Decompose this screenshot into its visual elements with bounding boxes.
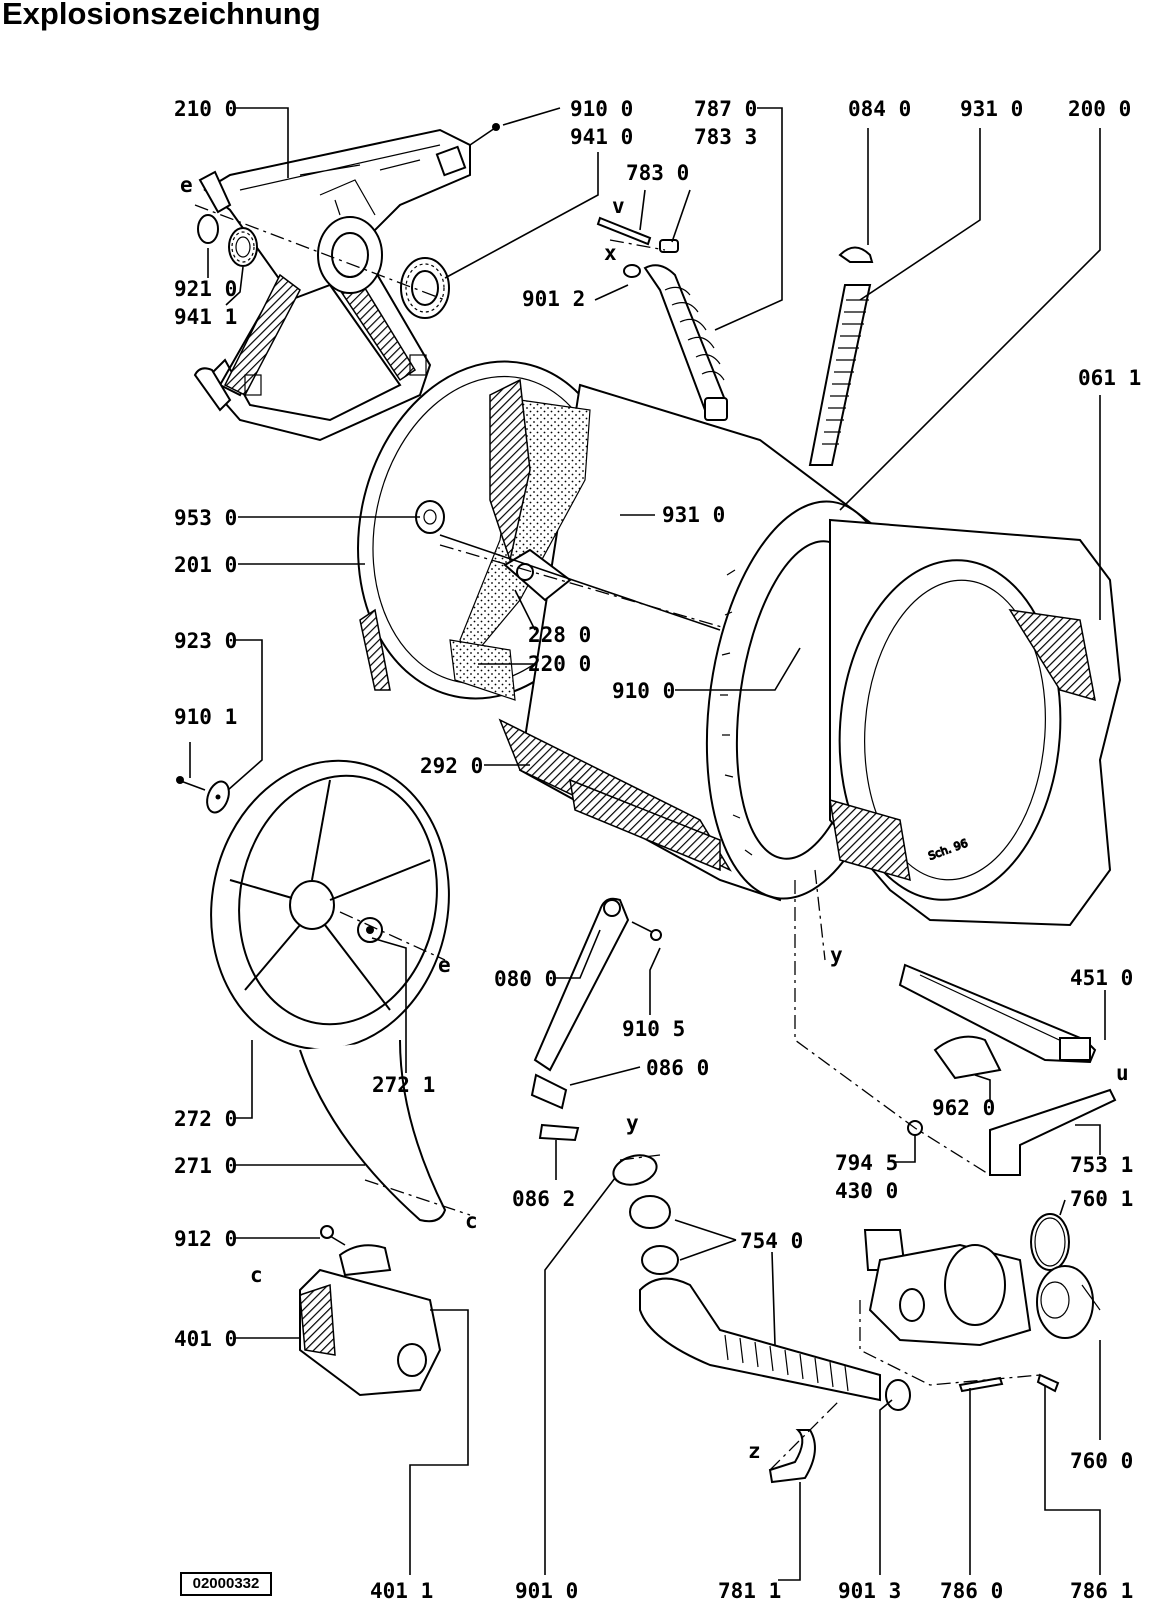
sump-hose-754 <box>629 1195 881 1402</box>
pulley-272 <box>210 759 450 1051</box>
label-271-0: 271 0 <box>174 1154 237 1178</box>
label-760-0: 760 0 <box>1070 1449 1133 1473</box>
motor-401 <box>299 1244 442 1397</box>
label-753-1: 753 1 <box>1070 1153 1133 1177</box>
label-912-0: 912 0 <box>174 1227 237 1251</box>
nut-272-1 <box>357 917 383 943</box>
label-786-0: 786 0 <box>940 1579 1003 1603</box>
label-783-0: 783 0 <box>626 161 689 185</box>
seal-760-1 <box>1030 1213 1070 1271</box>
bearing-cross-210 <box>193 128 471 442</box>
damper-080 <box>533 897 630 1072</box>
label-941-0: 941 0 <box>570 125 633 149</box>
label-901-0: 901 0 <box>515 1579 578 1603</box>
clamp-901-3 <box>885 1379 911 1411</box>
label-910-1: 910 1 <box>174 705 237 729</box>
letter-c-motor: c <box>250 1263 263 1287</box>
label-086-0: 086 0 <box>646 1056 709 1080</box>
label-760-1: 760 1 <box>1070 1187 1133 1211</box>
label-401-0: 401 0 <box>174 1327 237 1351</box>
label-272-0: 272 0 <box>174 1107 237 1131</box>
screw-910-top <box>469 123 500 146</box>
label-910-0-mid: 910 0 <box>612 679 675 703</box>
label-272-1: 272 1 <box>372 1073 435 1097</box>
screw-912 <box>320 1225 346 1246</box>
label-794-5: 794 5 <box>835 1151 898 1175</box>
leader-lines <box>189 107 1106 1581</box>
label-786-1: 786 1 <box>1070 1579 1133 1603</box>
label-084-0: 084 0 <box>848 97 911 121</box>
assembly-axes <box>194 204 1041 1471</box>
drum-220 <box>449 639 516 701</box>
counterweight-061: Sch. 96 <box>829 518 1122 927</box>
letter-v: v <box>612 194 625 218</box>
label-430-0: 430 0 <box>835 1179 898 1203</box>
letter-c-belt: c <box>465 1209 478 1233</box>
label-931-0-top: 931 0 <box>960 97 1023 121</box>
label-962-0: 962 0 <box>932 1096 995 1120</box>
letter-e-pulley: e <box>438 953 451 977</box>
washer-923 <box>206 780 230 814</box>
letter-z: z <box>748 1439 761 1463</box>
label-901-2: 901 2 <box>522 287 585 311</box>
label-292-0: 292 0 <box>420 754 483 778</box>
tub-front-201 <box>359 378 721 691</box>
label-910-0-top: 910 0 <box>570 97 633 121</box>
label-200-0: 200 0 <box>1068 97 1131 121</box>
label-931-0-mid: 931 0 <box>662 503 725 527</box>
circlip-921 <box>197 214 219 244</box>
label-953-0: 953 0 <box>174 506 237 530</box>
label-228-0: 228 0 <box>528 623 591 647</box>
label-783-3: 783 3 <box>694 125 757 149</box>
screw-910-1 <box>176 776 206 791</box>
drawing-code-box: 02000332 <box>180 1572 272 1596</box>
label-941-1: 941 1 <box>174 305 237 329</box>
label-910-5: 910 5 <box>622 1017 685 1041</box>
spring-931-top <box>808 284 872 466</box>
hose-783 <box>596 216 652 246</box>
bracket-086-2 <box>538 1123 580 1142</box>
seal-901-0 <box>612 1154 658 1186</box>
bearing-941 <box>400 257 450 319</box>
label-901-3: 901 3 <box>838 1579 901 1603</box>
connector-783-3 <box>659 239 679 253</box>
belt-271 <box>299 1039 447 1223</box>
filter-760 <box>1036 1265 1101 1339</box>
label-787-0: 787 0 <box>694 97 757 121</box>
letter-y-tub: y <box>830 943 843 967</box>
hose-781 <box>768 1429 816 1484</box>
label-781-1: 781 1 <box>718 1579 781 1603</box>
axis-letters: e v x e y y u c c z <box>180 173 1129 1463</box>
label-201-0: 201 0 <box>174 553 237 577</box>
label-220-0: 220 0 <box>528 652 591 676</box>
bearing-941-1 <box>228 227 258 267</box>
label-210-0: 210 0 <box>174 97 237 121</box>
label-061-1: 061 1 <box>1078 366 1141 390</box>
seal-901-2 <box>623 264 641 278</box>
bracket-962 <box>933 1035 1002 1080</box>
label-754-0: 754 0 <box>740 1229 803 1253</box>
label-451-0: 451 0 <box>1070 966 1133 990</box>
page-title: Explosionszeichnung <box>2 0 321 31</box>
pin-786 <box>958 1376 1004 1393</box>
label-923-0: 923 0 <box>174 629 237 653</box>
bracket-086 <box>530 1073 568 1110</box>
letter-y-seal: y <box>626 1111 639 1135</box>
label-921-0: 921 0 <box>174 277 237 301</box>
label-401-1: 401 1 <box>370 1579 433 1603</box>
part-labels: 210 0 910 0 941 0 787 0 783 3 783 0 084 … <box>174 97 1141 1603</box>
letter-x: x <box>604 241 617 265</box>
heater-451 <box>898 963 1097 1064</box>
wire-786-1 <box>1036 1373 1060 1393</box>
letter-u: u <box>1116 1061 1129 1085</box>
screw-910-5 <box>631 921 662 941</box>
label-086-2: 086 2 <box>512 1187 575 1211</box>
hose-084 <box>838 246 874 263</box>
pump-430 <box>863 1229 1032 1347</box>
letter-e-top: e <box>180 173 193 197</box>
label-080-0: 080 0 <box>494 967 557 991</box>
